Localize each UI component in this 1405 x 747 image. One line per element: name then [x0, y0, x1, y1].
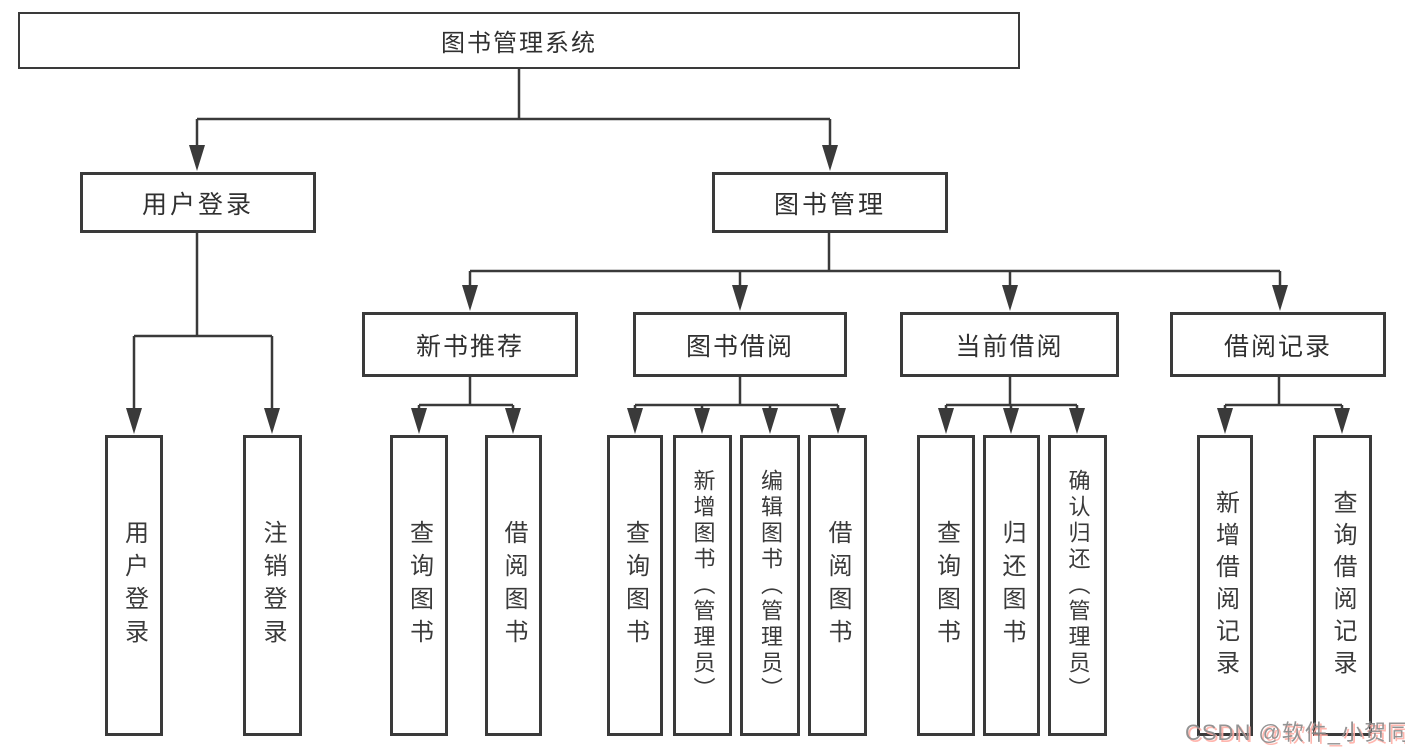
- leaf-confirm-return-admin: 确认归还（管理员）: [1048, 435, 1107, 736]
- leaf-label: 借阅图书: [824, 519, 851, 652]
- node-new-book-recommend: 新书推荐: [362, 312, 578, 377]
- node-label: 图书管理: [773, 190, 886, 219]
- node-user-login: 用户登录: [80, 172, 316, 233]
- leaf-query-book-1: 查询图书: [390, 435, 448, 736]
- leaf-label: 新增借阅记录: [1211, 489, 1239, 682]
- node-book-borrow: 图书借阅: [633, 312, 847, 377]
- node-label: 新书推荐: [415, 332, 524, 361]
- leaf-label: 查询图书: [405, 519, 433, 652]
- leaf-label: 查询图书: [932, 519, 960, 652]
- leaf-user-login: 用户登录: [105, 435, 163, 736]
- leaf-borrow-book-2: 借阅图书: [808, 435, 867, 736]
- node-label: 借阅记录: [1223, 332, 1332, 361]
- leaf-query-borrow-record: 查询借阅记录: [1313, 435, 1372, 736]
- node-book-management: 图书管理: [712, 172, 948, 233]
- node-label: 当前借阅: [955, 332, 1064, 361]
- leaf-label: 确认归还（管理员）: [1065, 468, 1091, 703]
- leaf-label: 借阅图书: [500, 519, 527, 652]
- leaf-return-book: 归还图书: [983, 435, 1040, 736]
- leaf-label: 归还图书: [998, 519, 1025, 652]
- leaf-add-borrow-record: 新增借阅记录: [1197, 435, 1253, 736]
- node-borrow-records: 借阅记录: [1170, 312, 1386, 377]
- leaf-label: 新增图书（管理员）: [690, 468, 716, 703]
- leaf-add-book-admin: 新增图书（管理员）: [673, 435, 732, 736]
- leaf-query-book-3: 查询图书: [917, 435, 975, 736]
- arrowheads: [126, 145, 1350, 434]
- node-current-borrow: 当前借阅: [900, 312, 1119, 377]
- node-root-library-management-system: 图书管理系统: [18, 12, 1020, 69]
- leaf-label: 编辑图书（管理员）: [758, 468, 783, 703]
- leaf-label: 用户登录: [120, 519, 148, 652]
- leaf-edit-book-admin: 编辑图书（管理员）: [740, 435, 800, 736]
- leaf-borrow-book-1: 借阅图书: [485, 435, 542, 736]
- node-label: 用户登录: [141, 190, 254, 219]
- leaf-label: 查询借阅记录: [1329, 489, 1356, 682]
- node-label: 图书借阅: [685, 332, 794, 361]
- node-label: 图书管理系统: [441, 30, 597, 57]
- leaf-label: 查询图书: [621, 519, 649, 652]
- leaf-logout: 注销登录: [243, 435, 302, 736]
- leaf-query-book-2: 查询图书: [607, 435, 663, 736]
- leaf-label: 注销登录: [259, 519, 286, 652]
